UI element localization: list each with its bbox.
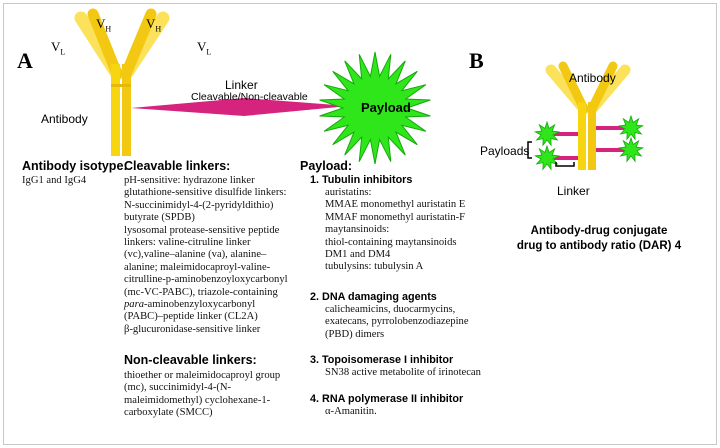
payload-section: Payload: [300, 159, 352, 173]
payload-line: calicheamicins, duocarmycins, [325, 304, 456, 315]
noncleavable-line: carboxylate (SMCC) [124, 407, 213, 419]
noncleavable-line: thioether or maleimidocaproyl group [124, 370, 281, 381]
noncleavable-line: (mc), succinimidyl-4-(N- [124, 382, 232, 394]
cleavable-line: (vc),valine–alanine (va), alanine– [124, 249, 267, 261]
noncleavable-line: maleimidomethyl) cyclohexane-1- [124, 394, 271, 406]
payload-label: Payload [361, 100, 411, 115]
item-title: Topoisomerase I inhibitor [322, 354, 454, 366]
payload-item-2: 2. DNA damaging agents calicheamicins, d… [310, 291, 469, 341]
payload-heading: Payload: [300, 159, 353, 173]
vh-right-label: VH [146, 16, 162, 34]
adc-payload-star-icon [533, 120, 561, 147]
noncleavable-list: thioether or maleimidocaproyl group (mc)… [124, 370, 280, 420]
cleavable-heading: Cleavable linkers: [124, 159, 231, 173]
payload-line: maytansinoids: [325, 224, 390, 236]
vl-right-label: VL [197, 39, 212, 57]
cleavable-line: (mc-VC-PABC), triazole-containing [124, 286, 278, 298]
cleavable-line: butyrate (SPDB) [124, 212, 195, 224]
linker-label: Linker [225, 78, 258, 92]
noncleavable-heading: Non-cleavable linkers: [124, 353, 257, 367]
cleavable-list: pH-sensitive: hydrazone linker glutathio… [124, 175, 288, 336]
panel-b-graphic [527, 61, 645, 171]
cleavable-section: Cleavable linkers: pH-sensitive: hydrazo… [124, 159, 288, 336]
cleavable-line: alanine; maleimidocaproyl-valine- [124, 261, 271, 273]
noncleavable-section: Non-cleavable linkers: thioether or male… [124, 353, 280, 420]
adc-payload-star-icon [533, 114, 645, 171]
cleavable-line: lysosomal protease-sensitive peptide [124, 224, 280, 236]
payload-line: SN38 active metabolite of irinotecan [325, 367, 481, 378]
para-word: para [124, 299, 145, 311]
payload-star-icon [319, 51, 431, 164]
payload-line: (PBD) dimers [325, 328, 385, 340]
item-number: 1. [310, 174, 320, 186]
adc-antibody-label: Antibody [569, 71, 616, 85]
payload-line: thiol-containing maytansinoids [325, 236, 457, 248]
payload-line: MMAF monomethyl auristatin-F [325, 211, 466, 223]
payload-item-3: 3. Topoisomerase I inhibitor SN38 active… [310, 354, 481, 379]
isotype-heading: Antibody isotype: [22, 159, 128, 173]
payload-item-4: 4. RNA polymerase II inhibitor α-Amaniti… [310, 393, 463, 418]
payload-line: DM1 and DM4 [325, 249, 391, 261]
item-title: DNA damaging agents [322, 291, 437, 303]
adc-payload-star-icon [617, 136, 645, 163]
cleavable-line: citrulline-p-aminobenzoyloxycarbonyl [124, 274, 288, 286]
antibody-label: Antibody [41, 112, 88, 126]
payload-item-1: 1. Tubulin inhibitors auristatins: MMAE … [310, 174, 465, 274]
para-rest: -aminobenzyloxycarbonyl [144, 299, 256, 311]
panel-b-label: B [469, 48, 484, 73]
cleavable-line: linkers: valine-citruline linker [124, 237, 251, 249]
antibody-icon [74, 8, 170, 156]
isotype-text: IgG1 and IgG4 [22, 175, 87, 186]
cleavable-line: (PABC)–peptide linker (CL2A) [124, 311, 258, 323]
cleavable-line: β-glucuronidase-sensitive linker [124, 323, 261, 335]
adc-caption-line1: Antibody-drug conjugate [530, 225, 668, 237]
payloads-label: Payloads [480, 144, 530, 158]
isotype-section: Antibody isotype: IgG1 and IgG4 [22, 159, 128, 187]
adc-linkers [554, 126, 624, 160]
adc-antibody-icon [545, 61, 631, 170]
item-title: RNA polymerase II inhibitor [322, 393, 464, 405]
cleavable-line-para: para-aminobenzyloxycarbonyl [124, 299, 288, 311]
vl-left-label: VL [51, 39, 66, 57]
item-title: Tubulin inhibitors [322, 174, 413, 186]
payloads-bracket [527, 141, 532, 159]
adc-caption: Antibody-drug conjugate drug to antibody… [504, 224, 694, 254]
item-number: 3. [310, 354, 320, 366]
vh-left-label: VH [96, 16, 112, 34]
linker-icon [131, 98, 349, 116]
linker-bracket [555, 162, 575, 167]
adc-linker-label: Linker [557, 184, 590, 198]
cleavable-line: pH-sensitive: hydrazone linker [124, 175, 255, 186]
adc-payload-star-icon [617, 114, 645, 141]
payload-line: exatecans, pyrrolobenzodiazepine [325, 316, 469, 328]
payload-line: tubulysins: tubulysin A [325, 261, 424, 273]
payload-line: MMAE monomethyl auristatin E [325, 199, 466, 211]
panel-a-label: A [17, 48, 33, 73]
payload-line: auristatins: [325, 187, 372, 198]
item-number: 4. [310, 393, 320, 405]
figure-frame: A VH VH VL VL Antibody Linker Cleavable/… [3, 3, 717, 445]
payload-line: α-Amanitin. [325, 406, 377, 417]
item-number: 2. [310, 291, 320, 303]
panel-a-graphic [74, 8, 431, 164]
adc-caption-line2: drug to antibody ratio (DAR) 4 [516, 240, 682, 252]
cleavable-line: glutathione-sensitive disulfide linkers: [124, 187, 287, 199]
cleavable-line: N-succinimidyl-4-(2-pyridyldithio) [124, 199, 274, 211]
linker-type-label: Cleavable/Non-cleavable [191, 91, 308, 103]
adc-payload-star-icon [533, 144, 561, 171]
